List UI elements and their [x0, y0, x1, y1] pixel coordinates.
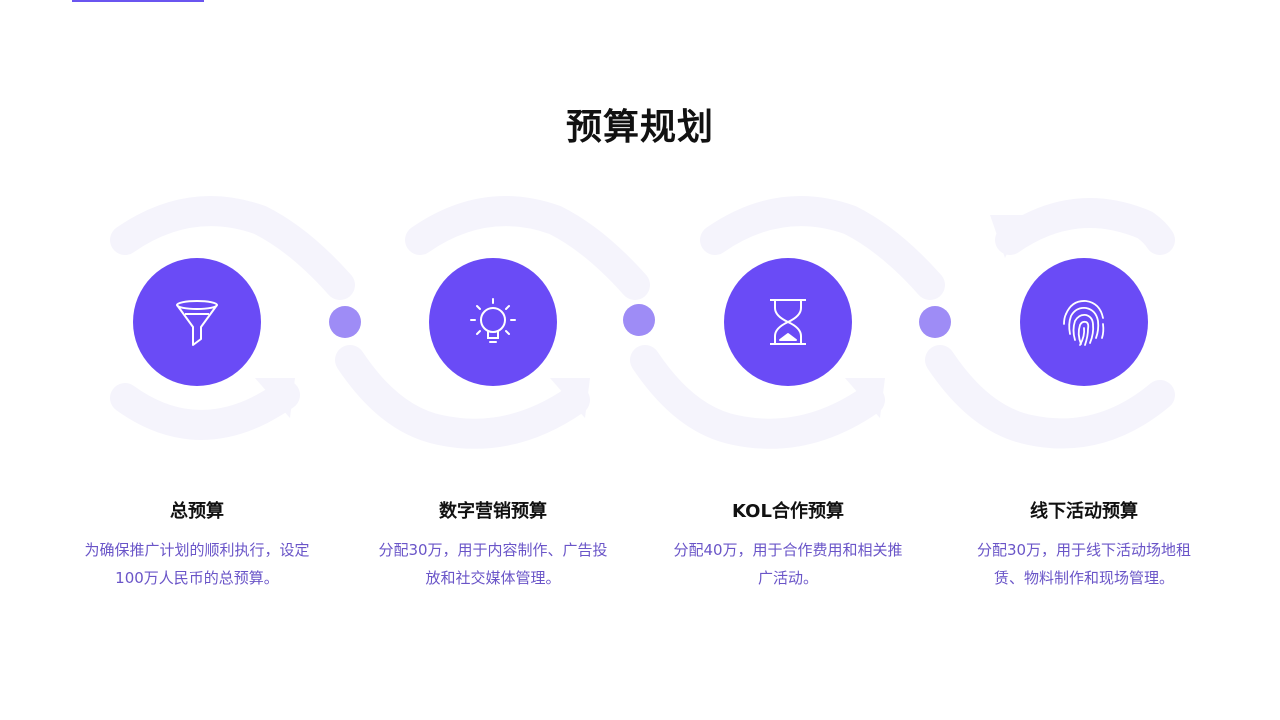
- connector-dot-1: [329, 306, 361, 338]
- wave-arc-top-4: [995, 198, 1175, 255]
- wave-arrow-2: [550, 378, 590, 418]
- wave-cross-2: [630, 345, 885, 449]
- wave-cross-1: [335, 345, 590, 449]
- lightbulb-icon: [470, 298, 516, 343]
- wave-arrow-1: [255, 378, 295, 418]
- fingerprint-icon: [1063, 300, 1105, 346]
- step-desc-3: 分配40万，用于合作费用和相关推广活动。: [673, 541, 903, 587]
- wave-arrow-3: [845, 378, 885, 418]
- step-desc-4: 分配30万，用于线下活动场地租赁、物料制作和现场管理。: [976, 541, 1192, 587]
- top-accent-bar: [72, 0, 204, 2]
- connector-dot-2: [623, 304, 655, 336]
- step-title-2: 数字营销预算: [439, 501, 547, 522]
- step-title-4: 线下活动预算: [1030, 501, 1138, 522]
- step-title-1: 总预算: [170, 501, 224, 522]
- wave-arc-top-1: [110, 196, 355, 300]
- wave-arc-bottom-1: [110, 380, 300, 440]
- connector-dot-3: [919, 306, 951, 338]
- step-circle-2: [429, 258, 557, 386]
- step-title-3: KOL合作预算: [732, 501, 844, 522]
- wave-cross-3: [925, 345, 1175, 449]
- wave-arrow-4: [990, 215, 1025, 258]
- funnel-icon: [176, 300, 218, 346]
- wave-arc-top-2: [405, 196, 650, 300]
- hourglass-icon: [770, 299, 806, 345]
- step-desc-1: 为确保推广计划的顺利执行，设定100万人民币的总预算。: [84, 541, 310, 587]
- wave-arc-top-3: [700, 196, 945, 300]
- step-circle-3: [724, 258, 852, 386]
- page-title: 预算规划: [565, 107, 714, 148]
- step-circle-1: [133, 258, 261, 386]
- step-circle-4: [1020, 258, 1148, 386]
- step-desc-2: 分配30万，用于内容制作、广告投放和社交媒体管理。: [378, 541, 608, 587]
